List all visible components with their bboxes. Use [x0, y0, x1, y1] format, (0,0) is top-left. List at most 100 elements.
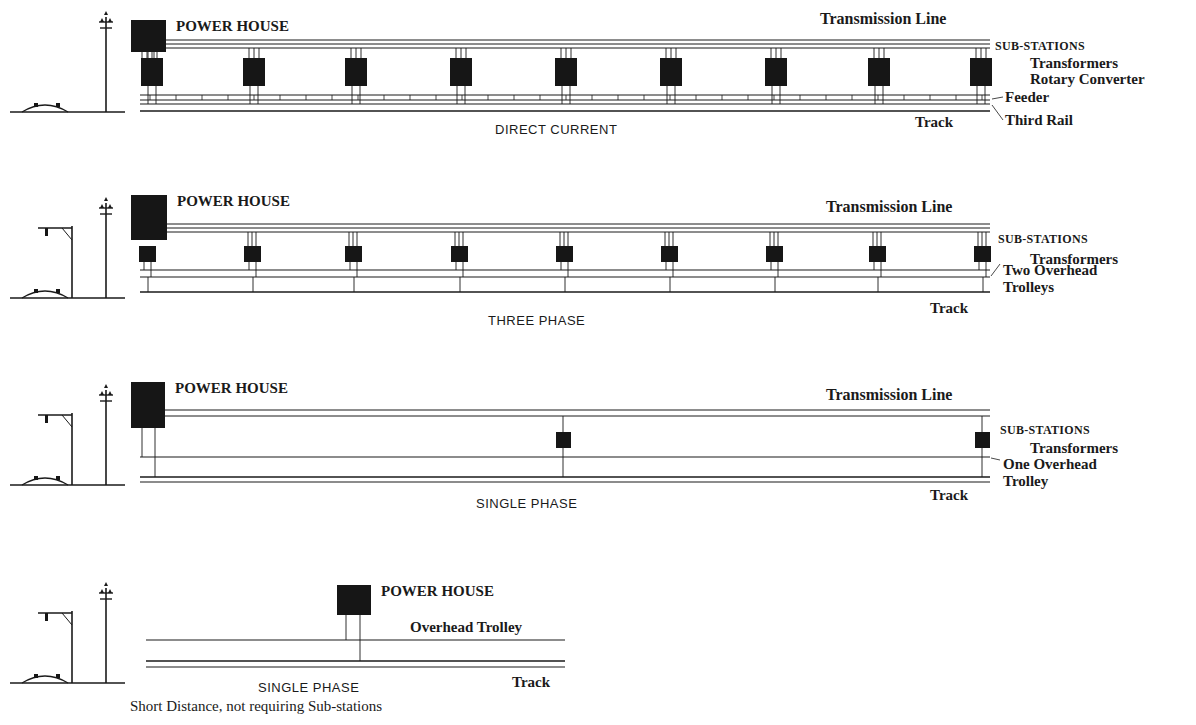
substation-box: [243, 58, 265, 86]
wire-line: [561, 48, 562, 58]
diagram-label: SINGLE PHASE: [476, 497, 577, 511]
wire-line: [986, 48, 987, 58]
wire-line: [748, 95, 749, 100]
diagram-label: Third Rail: [1005, 112, 1073, 129]
wire-line: [874, 48, 875, 58]
substation-box: [766, 246, 783, 262]
wire-line: [253, 277, 254, 292]
wire-line: [100, 213, 112, 214]
wire-line: [100, 598, 112, 599]
insulator: [104, 197, 108, 201]
wire-line: [148, 52, 149, 58]
diagram-label: Rotary Converter: [1030, 71, 1145, 88]
wire-line: [884, 48, 885, 58]
wire-line: [991, 264, 1000, 276]
wire-line: [142, 428, 143, 457]
diagram-label: SINGLE PHASE: [258, 681, 359, 695]
wire-line: [992, 97, 1003, 99]
wire-line: [252, 232, 253, 246]
wire-line: [105, 390, 107, 485]
power-house-label: POWER HOUSE: [175, 380, 288, 397]
wire-line: [560, 232, 561, 246]
diagram-label: Transmission Line: [820, 10, 946, 28]
substation-box: [868, 58, 890, 86]
wire-line: [673, 232, 674, 246]
substation-box: [556, 432, 571, 448]
wire-line: [249, 262, 250, 270]
wire-line: [166, 232, 990, 233]
diagram-label: SUB-STATIONS: [995, 40, 1085, 53]
wire-line: [140, 103, 990, 104]
wire-line: [676, 48, 677, 58]
power-house: POWER HOUSE: [337, 585, 371, 615]
wire-line: [561, 262, 562, 270]
wire-line: [166, 224, 990, 225]
wire-line: [771, 48, 772, 58]
wire-line: [249, 48, 250, 58]
wire-line: [410, 95, 411, 100]
wire-line: [38, 612, 72, 613]
wire-line: [280, 95, 281, 100]
diagram-label: Feeder: [1005, 89, 1049, 106]
wire-line: [881, 232, 882, 246]
wire-line: [254, 48, 255, 58]
substation-box: [556, 246, 573, 262]
substation-box: [345, 58, 367, 86]
wire-line: [100, 400, 112, 401]
wire-line: [105, 203, 107, 298]
substation-box: [661, 246, 678, 262]
wire-line: [563, 416, 564, 432]
wire-line: [776, 48, 777, 58]
track-bed: [22, 676, 68, 683]
wire-line: [140, 476, 990, 477]
track-bed: [22, 291, 68, 298]
wire-line: [696, 95, 697, 100]
power-house-label: POWER HOUSE: [177, 193, 290, 210]
wire-line: [140, 276, 990, 277]
wire-line: [775, 277, 776, 292]
wire-line: [460, 277, 461, 292]
wire-line: [140, 456, 990, 457]
wire-line: [71, 226, 73, 298]
wire-line: [671, 48, 672, 58]
wire-line: [353, 232, 354, 246]
wire-line: [228, 95, 229, 100]
wire-line: [140, 269, 990, 270]
wire-line: [176, 95, 177, 100]
wire-line: [350, 262, 351, 270]
wire-line: [166, 228, 990, 229]
substation-box: [974, 246, 991, 262]
substation-box: [555, 58, 577, 86]
insulator: [104, 11, 108, 15]
wire-line: [800, 95, 801, 100]
wire-line: [644, 95, 645, 100]
wire-line: [874, 262, 875, 270]
power-house: POWER HOUSE: [131, 20, 166, 52]
wire-line: [140, 95, 990, 96]
wire-line: [150, 95, 151, 100]
wire-line: [992, 105, 1003, 120]
wire-line: [778, 232, 779, 246]
wire-line: [466, 48, 467, 58]
diagram-label: Short Distance, not requiring Sub-statio…: [130, 698, 382, 715]
wire-line: [981, 48, 982, 58]
wire-line: [878, 277, 879, 292]
substation-box: [244, 246, 261, 262]
wire-line: [105, 17, 107, 112]
wire-line: [982, 232, 983, 246]
wire-line: [463, 232, 464, 246]
substation-box: [45, 613, 48, 621]
wire-line: [166, 48, 990, 49]
wire-line: [878, 95, 879, 100]
power-house: POWER HOUSE: [131, 195, 167, 240]
wire-line: [770, 232, 771, 246]
substation-box: [660, 58, 682, 86]
wire-line: [62, 228, 72, 240]
wire-line: [991, 458, 1000, 460]
wire-line: [592, 95, 593, 100]
substation-box: [34, 103, 38, 107]
insulator: [108, 391, 112, 395]
wire-line: [62, 613, 72, 625]
substation-box: [975, 432, 990, 448]
